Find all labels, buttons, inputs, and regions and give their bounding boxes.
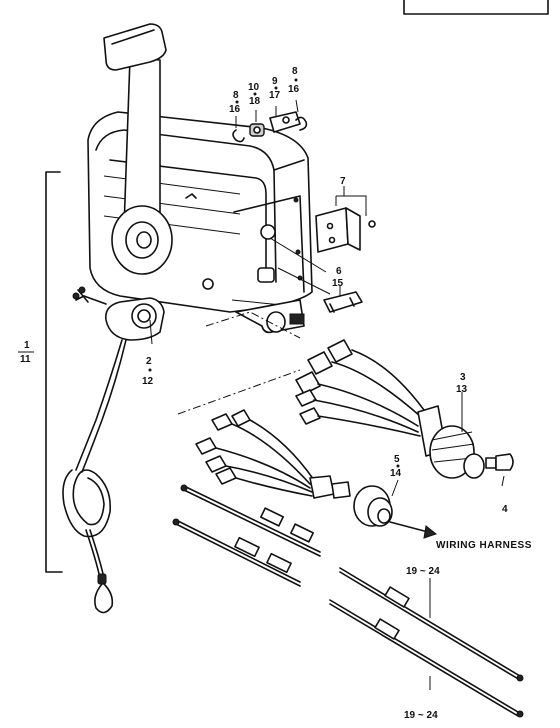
label-8a: 8 bbox=[233, 90, 239, 101]
label-2: 2 bbox=[146, 356, 152, 367]
remote-control-box bbox=[87, 111, 313, 313]
cable-set-left bbox=[172, 484, 321, 587]
label-12: 12 bbox=[142, 376, 154, 387]
bracket-1-11 bbox=[45, 171, 63, 573]
label-16b: 16 bbox=[288, 84, 300, 95]
wiring-harness-label: WIRING HARNESS bbox=[436, 540, 532, 551]
cable-set-right bbox=[329, 567, 524, 718]
label-19-24-top: 19 ~ 24 bbox=[406, 566, 440, 577]
callout-leaders bbox=[235, 99, 505, 690]
frame-corner bbox=[403, 0, 549, 15]
control-lever bbox=[103, 23, 173, 275]
plate-part bbox=[323, 291, 363, 313]
clip-parts bbox=[232, 111, 308, 143]
callout-labels: 1 11 2 12 3 13 4 5 14 6 15 7 8 16 10 18 … bbox=[18, 66, 532, 721]
label-1: 1 bbox=[24, 340, 30, 351]
box-lower-housing bbox=[235, 299, 305, 334]
label-17: 17 bbox=[269, 90, 281, 101]
label-8b: 8 bbox=[292, 66, 298, 77]
callout-dots bbox=[148, 78, 400, 468]
label-9: 9 bbox=[272, 76, 278, 87]
label-16a: 16 bbox=[229, 104, 241, 115]
label-3: 3 bbox=[460, 372, 466, 383]
dashed-leader-2 bbox=[177, 369, 301, 415]
label-19-24-bottom: 19 ~ 24 bbox=[404, 710, 438, 721]
label-10: 10 bbox=[248, 82, 260, 93]
bracket-part bbox=[315, 195, 376, 253]
stop-switch bbox=[72, 286, 165, 345]
dashed-leader-1 bbox=[205, 311, 301, 339]
label-4: 4 bbox=[502, 504, 508, 515]
lanyard-cord bbox=[62, 339, 127, 614]
harness-connector bbox=[195, 409, 438, 539]
main-switch-wiring bbox=[295, 339, 514, 479]
label-6: 6 bbox=[336, 266, 342, 277]
label-15: 15 bbox=[332, 278, 344, 289]
label-14: 14 bbox=[390, 468, 402, 479]
label-11: 11 bbox=[20, 354, 31, 365]
label-18: 18 bbox=[249, 96, 261, 107]
label-13: 13 bbox=[456, 384, 468, 395]
label-5: 5 bbox=[394, 454, 400, 465]
label-7: 7 bbox=[340, 176, 346, 187]
